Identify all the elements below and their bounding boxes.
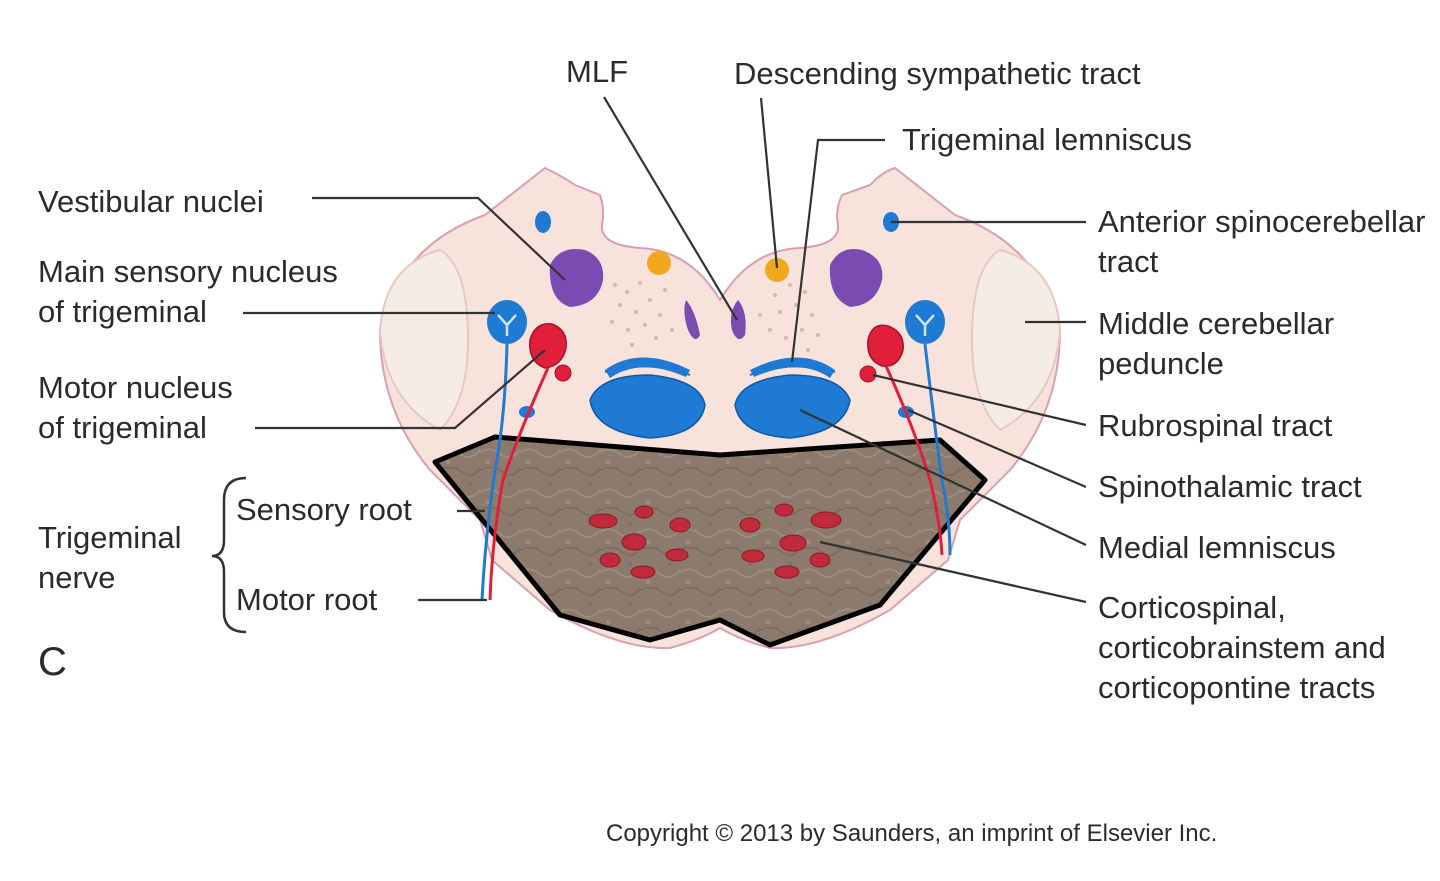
label-anterior-spinocerebellar-line1: Anterior spinocerebellar bbox=[1098, 204, 1426, 239]
basis-pontis bbox=[432, 434, 988, 648]
label-corticospinal-line2: corticobrainstem and bbox=[1098, 630, 1386, 665]
anterior-spinocerebellar-left bbox=[535, 211, 551, 233]
label-trigeminal-lemniscus: Trigeminal lemniscus bbox=[902, 122, 1192, 157]
trigeminal-nerve-brace bbox=[211, 476, 247, 634]
label-mlf: MLF bbox=[566, 54, 628, 89]
label-corticospinal-line3: corticopontine tracts bbox=[1098, 670, 1376, 705]
mlf-left bbox=[684, 300, 700, 339]
trigeminal-lemniscus bbox=[605, 357, 835, 378]
medial-lemniscus bbox=[589, 361, 851, 439]
vestibular-nucleus-right bbox=[829, 249, 883, 307]
label-trigeminal-nerve-line1: Trigeminal bbox=[38, 520, 182, 555]
label-motor-nucleus-line1: Motor nucleus bbox=[38, 370, 233, 405]
motor-nucleus-left bbox=[529, 323, 567, 369]
vestibular-nucleus-left bbox=[549, 249, 604, 307]
label-motor-nucleus-line2: of trigeminal bbox=[38, 410, 207, 445]
panel-letter: C bbox=[38, 640, 67, 684]
label-motor-root: Motor root bbox=[236, 582, 378, 617]
label-corticospinal-line1: Corticospinal, bbox=[1098, 590, 1286, 625]
trigeminal-nerve-roots bbox=[480, 343, 952, 601]
descending-sympathetic-left bbox=[647, 251, 671, 275]
label-anterior-spinocerebellar-line2: tract bbox=[1098, 244, 1159, 279]
middle-cerebellar-peduncle-right bbox=[970, 248, 1062, 432]
label-vestibular-nuclei: Vestibular nuclei bbox=[38, 184, 264, 219]
middle-cerebellar-peduncle-left bbox=[378, 248, 470, 432]
label-trigeminal-nerve-line2: nerve bbox=[38, 560, 116, 595]
reticular-dots bbox=[610, 281, 820, 352]
label-sensory-root: Sensory root bbox=[236, 492, 412, 527]
label-anterior-spinocerebellar-tract: Anterior spinocerebellar tract bbox=[1098, 202, 1425, 282]
label-middle-cerebellar-line1: Middle cerebellar bbox=[1098, 306, 1335, 341]
label-main-sensory-line2: of trigeminal bbox=[38, 294, 207, 329]
label-middle-cerebellar-line2: peduncle bbox=[1098, 346, 1224, 381]
rubrospinal-tract-right bbox=[859, 365, 877, 383]
leader-lines bbox=[243, 96, 1087, 604]
label-middle-cerebellar-peduncle: Middle cerebellar peduncle bbox=[1098, 304, 1334, 384]
label-main-sensory-line1: Main sensory nucleus bbox=[38, 254, 338, 289]
label-main-sensory-nucleus: Main sensory nucleus of trigeminal bbox=[38, 252, 338, 332]
label-trigeminal-nerve: Trigeminal nerve bbox=[38, 518, 182, 598]
label-medial-lemniscus: Medial lemniscus bbox=[1098, 530, 1336, 565]
mlf-right bbox=[730, 300, 746, 339]
main-sensory-nucleus-right bbox=[905, 300, 945, 344]
descending-sympathetic-right bbox=[765, 258, 789, 282]
corticospinal-bundles bbox=[588, 503, 842, 579]
rubrospinal-tract-left bbox=[554, 364, 572, 382]
label-rubrospinal-tract: Rubrospinal tract bbox=[1098, 408, 1333, 443]
label-spinothalamic-tract: Spinothalamic tract bbox=[1098, 469, 1362, 504]
copyright-notice: Copyright © 2013 by Saunders, an imprint… bbox=[606, 820, 1218, 847]
label-motor-nucleus: Motor nucleus of trigeminal bbox=[38, 368, 233, 448]
motor-nucleus-right bbox=[867, 324, 904, 367]
label-descending-sympathetic-tract: Descending sympathetic tract bbox=[734, 56, 1141, 91]
main-sensory-nucleus-left bbox=[487, 300, 527, 344]
label-corticospinal-tracts: Corticospinal, corticobrainstem and cort… bbox=[1098, 588, 1386, 708]
